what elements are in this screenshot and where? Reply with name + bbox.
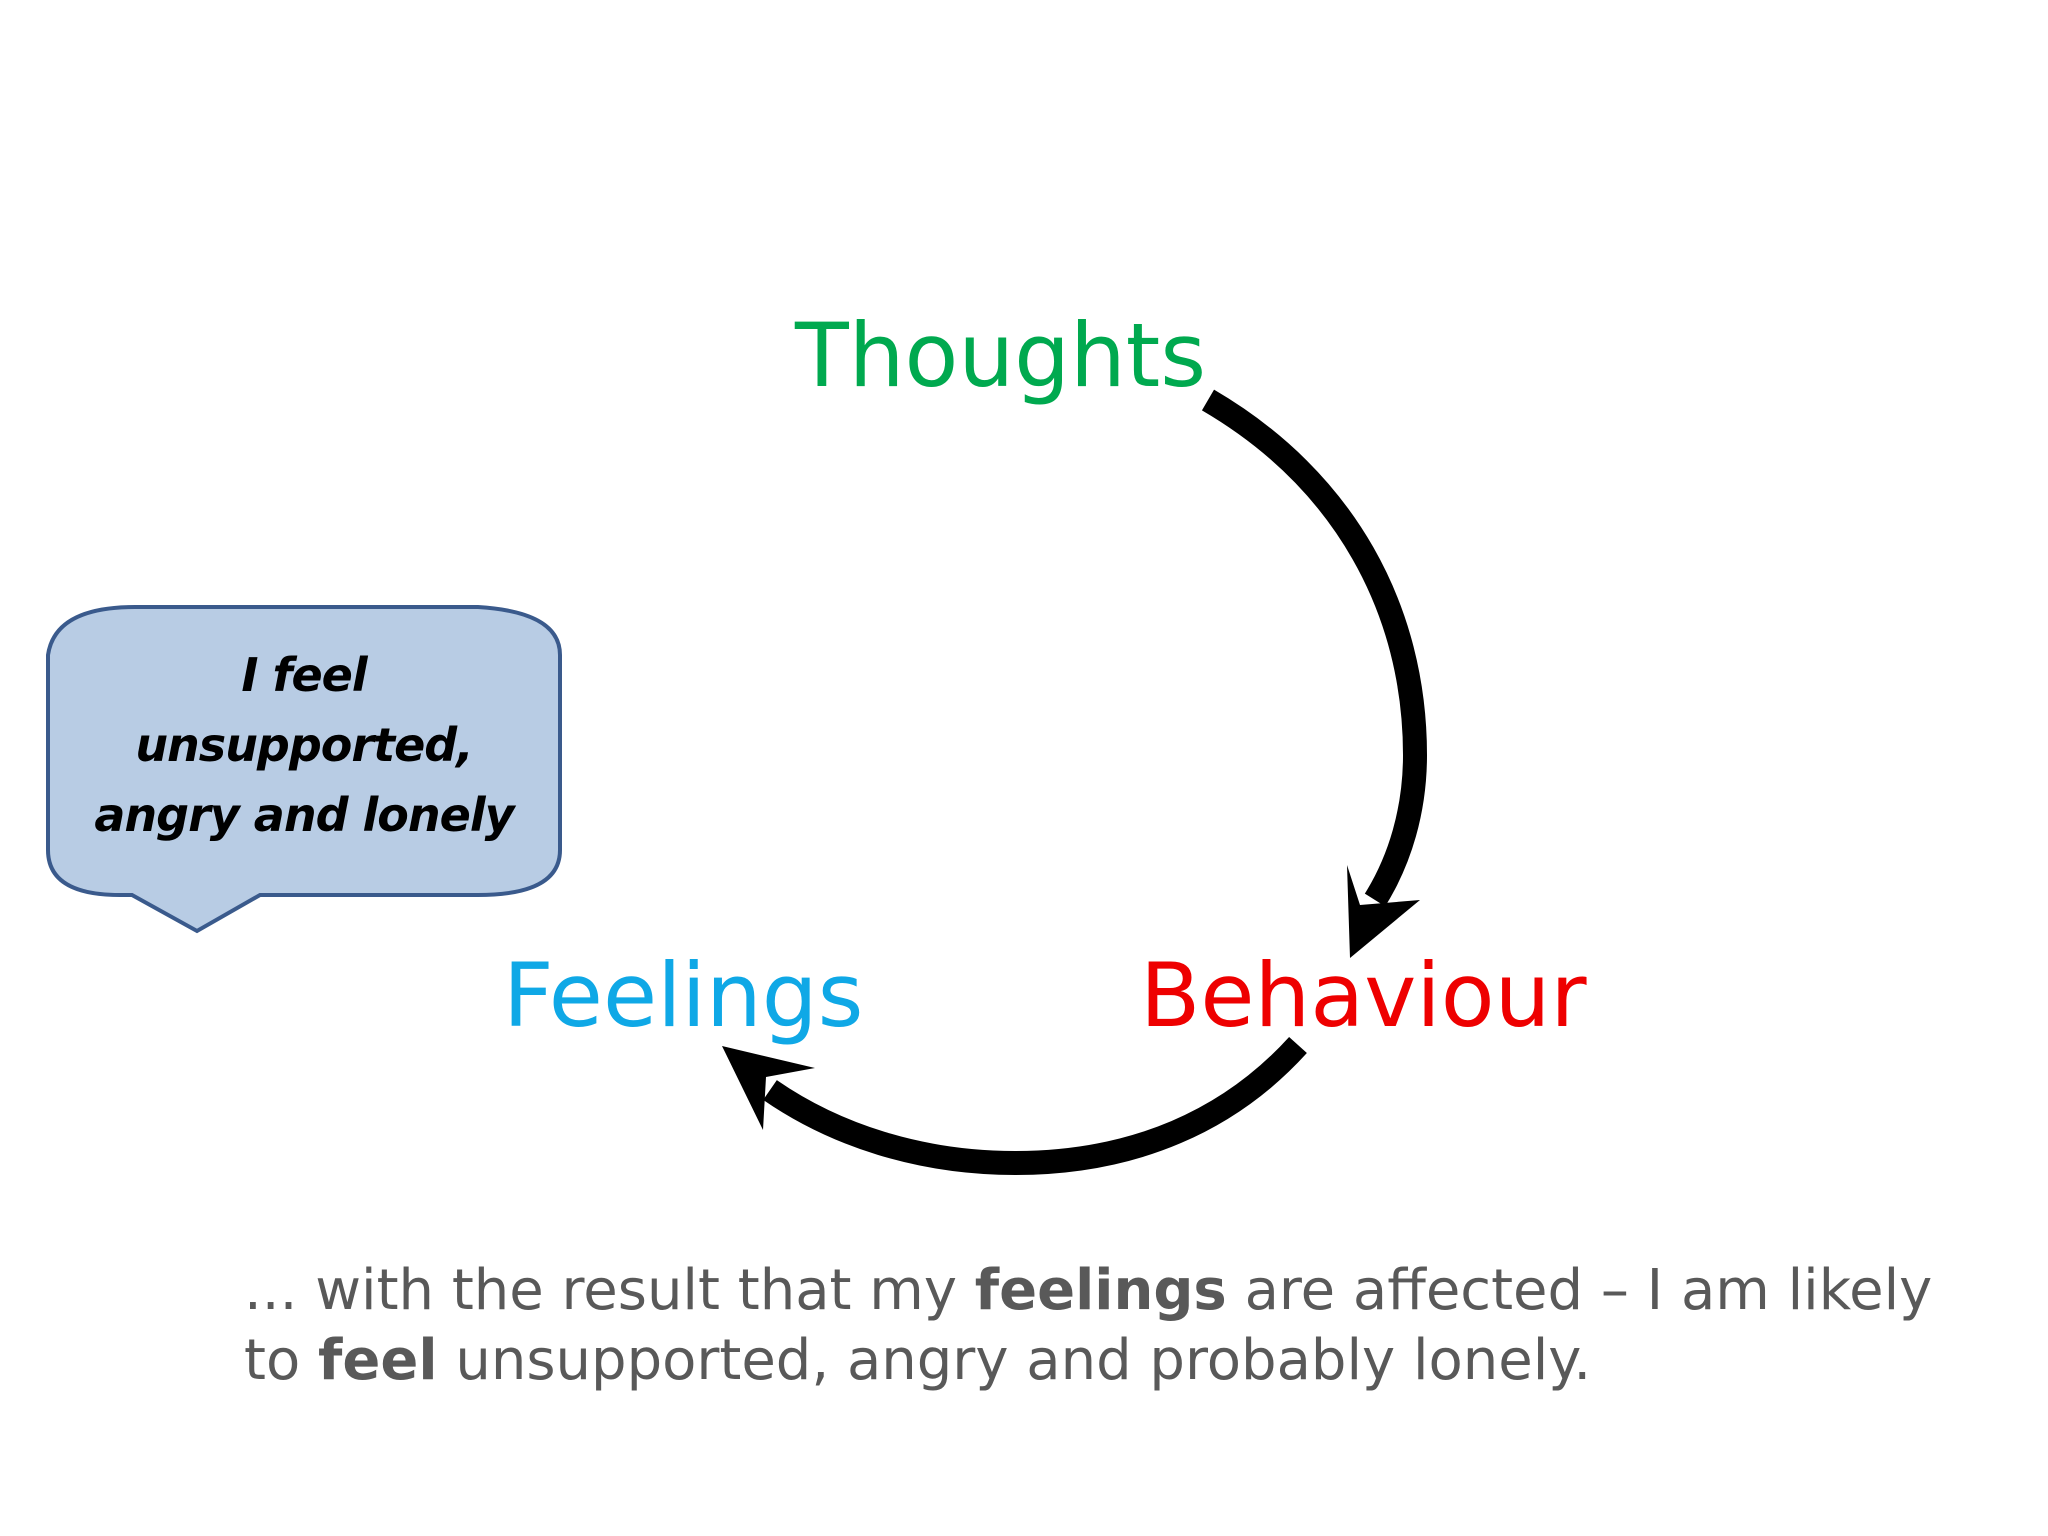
- caption-bold: feel: [318, 1328, 438, 1393]
- arrowhead-behaviour: [1347, 865, 1420, 958]
- callout-line: angry and lonely: [94, 788, 514, 842]
- callout-text: I feel unsupported, angry and lonely: [48, 640, 560, 850]
- caption-text: unsupported, angry and probably lonely.: [437, 1328, 1592, 1393]
- callout-line: unsupported,: [135, 718, 473, 772]
- caption-text: ... with the result that my: [244, 1258, 975, 1323]
- caption: ... with the result that my feelings are…: [244, 1256, 1944, 1396]
- node-thoughts: Thoughts: [795, 304, 1207, 407]
- caption-bold: feelings: [974, 1258, 1227, 1323]
- node-feelings: Feelings: [503, 944, 864, 1047]
- arrowhead-feelings: [722, 1046, 815, 1130]
- speech-bubble: [46, 605, 562, 934]
- caption-text: are affected – I am likely to: [244, 1258, 1933, 1393]
- node-behaviour: Behaviour: [1140, 944, 1587, 1047]
- arrow-behaviour-to-feelings: [763, 1036, 1307, 1176]
- arrow-thoughts-to-behaviour: [1201, 389, 1428, 907]
- callout-line: I feel: [241, 648, 367, 702]
